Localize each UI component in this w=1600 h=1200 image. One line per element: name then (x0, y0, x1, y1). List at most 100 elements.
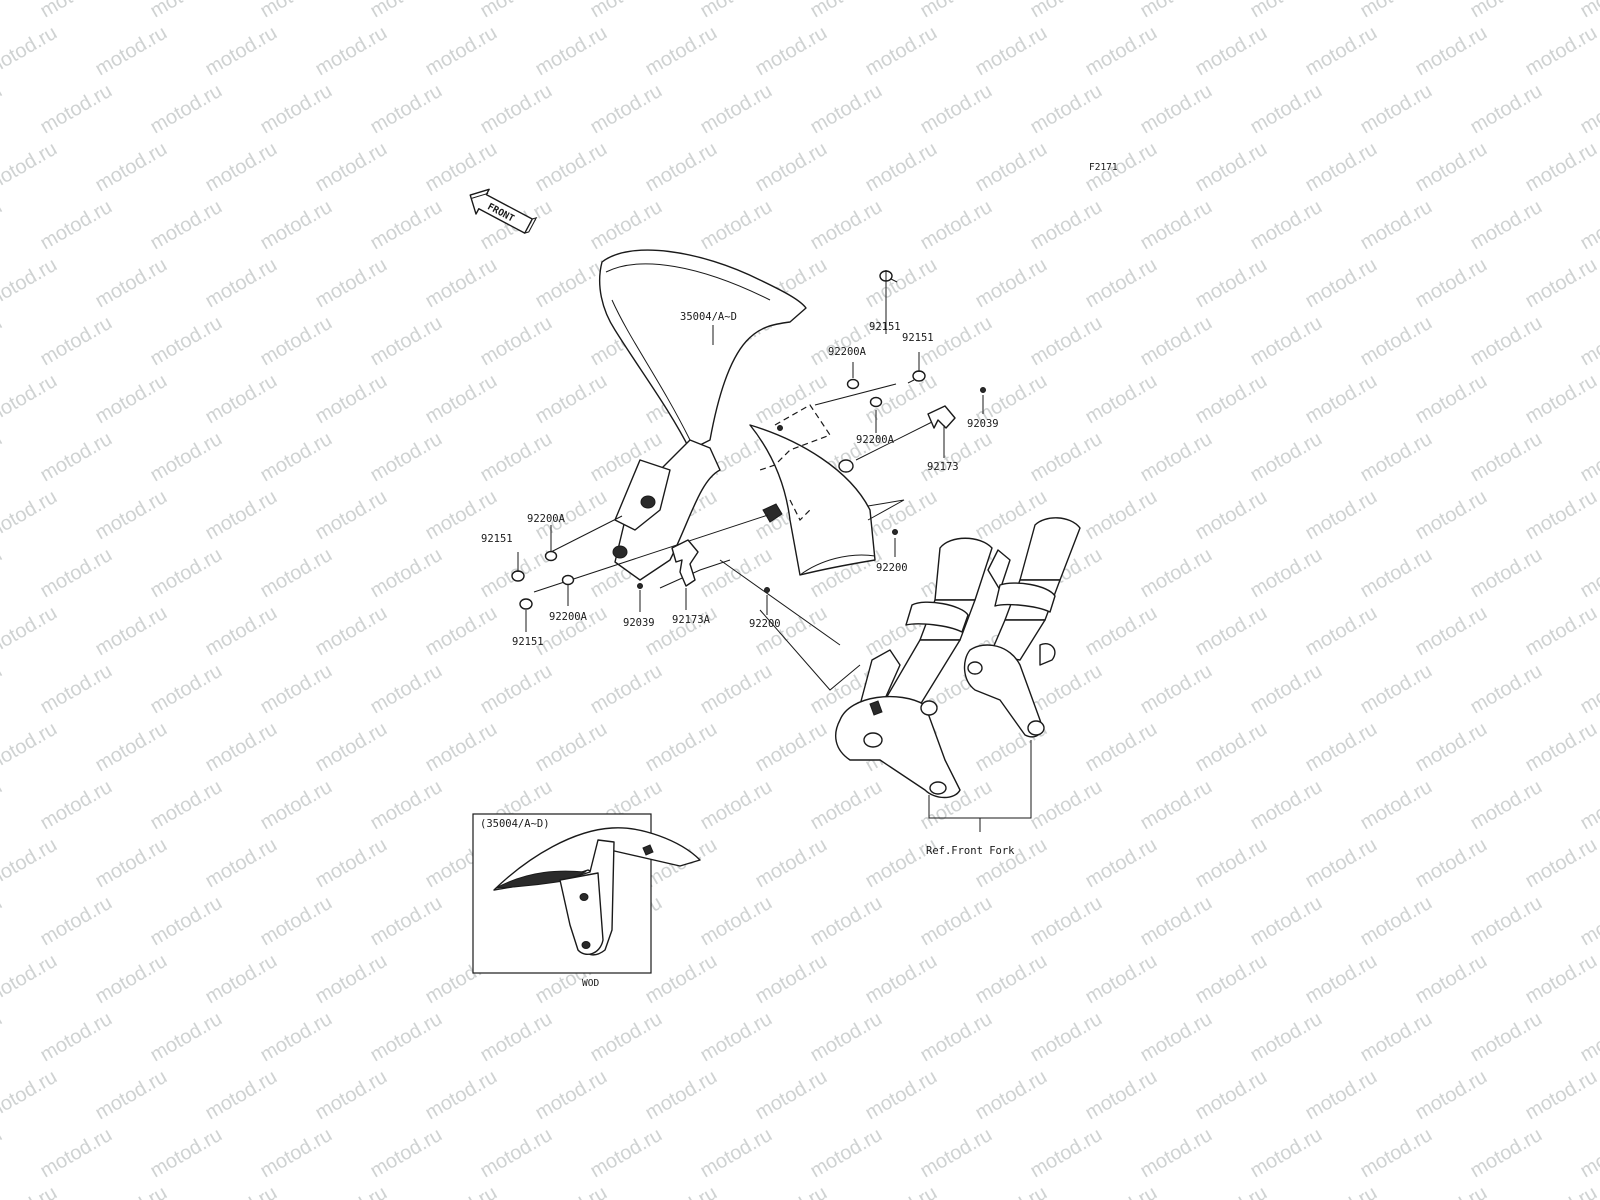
watermark-text: motod.ru (147, 776, 226, 835)
watermark-text: motod.ru (477, 312, 556, 371)
watermark-text: motod.ru (1192, 950, 1271, 1009)
front-fender (599, 249, 876, 581)
watermark-text: motod.ru (532, 718, 611, 777)
watermark-text: motod.ru (917, 1124, 996, 1183)
watermark-text: motod.ru (1412, 370, 1491, 429)
callout-washer-left-bottom: 92200A (549, 611, 588, 623)
watermark-text: motod.ru (1412, 834, 1491, 893)
watermark-text: motod.ru (1192, 370, 1271, 429)
watermark-text: motod.ru (587, 660, 666, 719)
watermark-text: motod.ru (1522, 950, 1600, 1009)
watermark-text: motod.ru (1357, 0, 1436, 22)
watermark-text: motod.ru (1412, 1066, 1491, 1125)
watermark-text: motod.ru (367, 0, 446, 22)
watermark-text: motod.ru (0, 22, 61, 81)
watermark-text: motod.ru (1137, 776, 1216, 835)
watermark-text: motod.ru (862, 1182, 941, 1200)
ref-front-fork-bracket (928, 740, 1032, 832)
watermark-text: motod.ru (1577, 312, 1600, 371)
watermark-text: motod.ru (807, 196, 886, 255)
watermark-text: motod.ru (1577, 776, 1600, 835)
watermark-text: motod.ru (1247, 196, 1326, 255)
watermark-text: motod.ru (1082, 602, 1161, 661)
watermark-text: motod.ru (642, 602, 721, 661)
watermark-text: motod.ru (1412, 138, 1491, 197)
watermark-text: motod.ru (312, 486, 391, 545)
callout-washer-top-a: 92200A (828, 346, 867, 358)
watermark-text: motod.ru (642, 1066, 721, 1125)
watermark-text: motod.ru (1247, 776, 1326, 835)
watermark-text: motod.ru (202, 138, 281, 197)
watermark-text: motod.ru (642, 718, 721, 777)
screw-right-icon (980, 387, 986, 393)
watermark-text: motod.ru (147, 80, 226, 139)
watermark-text: motod.ru (202, 834, 281, 893)
watermark-text: motod.ru (972, 950, 1051, 1009)
watermark-text: motod.ru (697, 660, 776, 719)
watermark-text: motod.ru (477, 0, 556, 22)
watermark-text: motod.ru (1192, 718, 1271, 777)
watermark-text: motod.ru (1247, 544, 1326, 603)
watermark-text: motod.ru (1302, 1066, 1381, 1125)
watermark-text: motod.ru (1082, 254, 1161, 313)
watermark-text: motod.ru (1302, 138, 1381, 197)
watermark-text: motod.ru (532, 138, 611, 197)
watermark-text: motod.ru (862, 254, 941, 313)
watermark-text: motod.ru (202, 370, 281, 429)
watermark-text: motod.ru (1412, 22, 1491, 81)
watermark-text: motod.ru (1302, 370, 1381, 429)
watermark-text: motod.ru (422, 138, 501, 197)
watermark-text: motod.ru (532, 22, 611, 81)
watermark-text: motod.ru (1137, 892, 1216, 951)
watermark-text: motod.ru (257, 312, 336, 371)
callout-bolt-top-b: 92151 (902, 332, 934, 344)
clip-right-icon (927, 405, 956, 429)
watermark-text: motod.ru (92, 1066, 171, 1125)
watermark-text: motod.ru (642, 138, 721, 197)
inset-title: (35004/A~D) (480, 818, 550, 830)
watermark-text: motod.ru (1357, 312, 1436, 371)
watermark-text: motod.ru (202, 718, 281, 777)
watermark-text: motod.ru (367, 312, 446, 371)
watermark-text: motod.ru (257, 0, 336, 22)
watermark-text: motod.ru (1412, 602, 1491, 661)
watermark-text: motod.ru (147, 1008, 226, 1067)
watermark-text: motod.ru (147, 1124, 226, 1183)
watermark-text: motod.ru (862, 138, 941, 197)
watermark-text: motod.ru (972, 1066, 1051, 1125)
watermark-text: motod.ru (1137, 0, 1216, 22)
watermark-text: motod.ru (1027, 80, 1106, 139)
watermark-text: motod.ru (202, 1066, 281, 1125)
watermark-text: motod.ru (92, 950, 171, 1009)
watermark-text: motod.ru (862, 486, 941, 545)
watermark-text: motod.ru (367, 660, 446, 719)
watermark-text: motod.ru (1027, 312, 1106, 371)
callout-clip-left: 92173A (672, 614, 711, 626)
watermark-text: motod.ru (917, 0, 996, 22)
callout-bolt-left-top: 92151 (481, 533, 513, 545)
watermark-text: motod.ru (972, 22, 1051, 81)
watermark-text: motod.ru (0, 138, 61, 197)
watermark-text: motod.ru (1577, 80, 1600, 139)
watermark-text: motod.ru (92, 602, 171, 661)
nut-right-icon (892, 529, 898, 535)
watermark-text: motod.ru (587, 196, 666, 255)
watermark-text: motod.ru (752, 370, 831, 429)
watermark-text: motod.ru (1357, 428, 1436, 487)
watermark-text: motod.ru (862, 1066, 941, 1125)
watermark-text: motod.ru (92, 486, 171, 545)
watermark-text: motod.ru (0, 834, 61, 893)
watermark-text: motod.ru (1412, 950, 1491, 1009)
watermark-text: motod.ru (257, 776, 336, 835)
watermark-text: motod.ru (147, 428, 226, 487)
watermark-text: motod.ru (697, 196, 776, 255)
watermark-text: motod.ru (0, 1182, 61, 1200)
watermark-text: motod.ru (1082, 370, 1161, 429)
watermark-text: motod.ru (1027, 1008, 1106, 1067)
watermark-text: motod.ru (972, 254, 1051, 313)
watermark-text: motod.ru (257, 1124, 336, 1183)
watermark-text: motod.ru (1027, 892, 1106, 951)
watermark-text: motod.ru (1192, 1066, 1271, 1125)
watermark-text: motod.ru (1467, 312, 1546, 371)
